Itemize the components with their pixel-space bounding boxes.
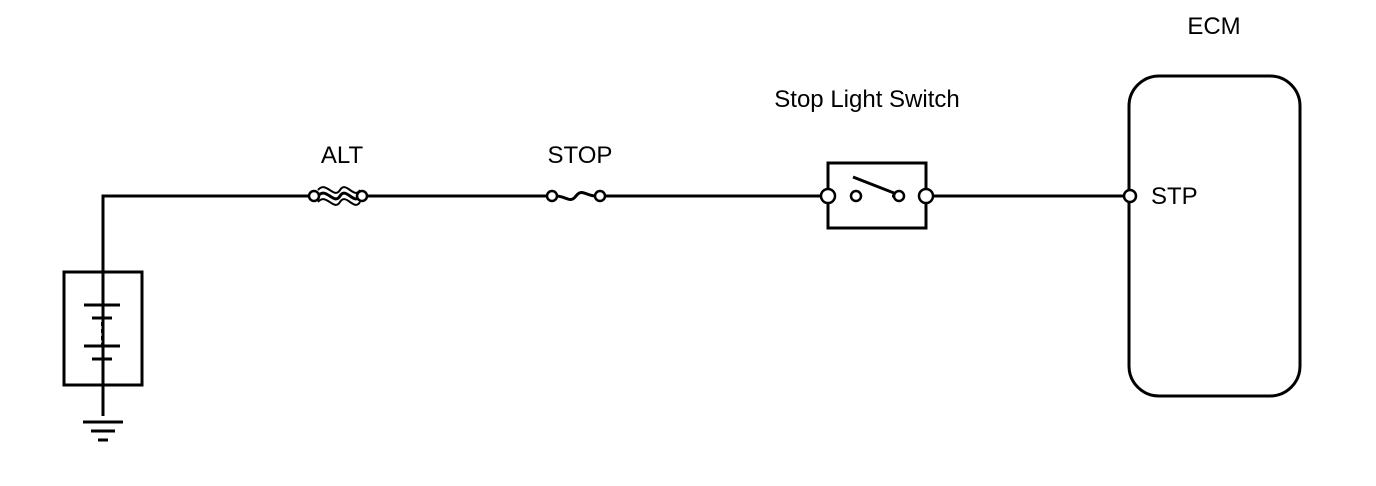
alt-fuse [307, 186, 369, 206]
switch-label: Stop Light Switch [774, 86, 959, 113]
stop-light-switch [819, 161, 935, 230]
alt-fuse-label: ALT [321, 142, 364, 169]
ground-symbol [83, 420, 123, 442]
stop-fuse [545, 189, 607, 203]
ecm-label: ECM [1187, 13, 1240, 40]
stop-fuse-label: STOP [548, 142, 613, 169]
main-wire [101, 194, 1124, 416]
ecm-pin-label: STP [1151, 183, 1198, 210]
ecm-box [1122, 74, 1302, 398]
battery-symbol [62, 270, 144, 387]
